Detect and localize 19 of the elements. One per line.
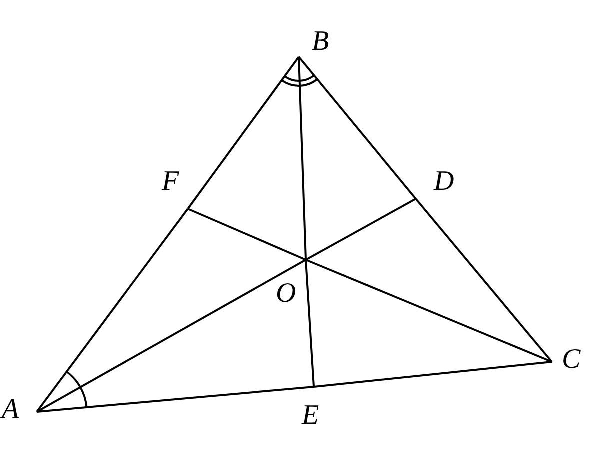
line-segment bbox=[306, 198, 416, 261]
line-segment bbox=[188, 208, 306, 261]
line-segment bbox=[36, 259, 306, 413]
point-label: D bbox=[434, 168, 454, 196]
line-segment bbox=[314, 361, 552, 388]
line-segment bbox=[187, 56, 300, 210]
point-label: A bbox=[2, 396, 20, 424]
point-label: F bbox=[162, 168, 180, 196]
line-segment bbox=[305, 260, 315, 388]
line-segment bbox=[415, 198, 553, 363]
point-label: E bbox=[302, 402, 320, 430]
line-segment bbox=[306, 259, 552, 363]
line-segment bbox=[36, 208, 189, 413]
line-segment bbox=[298, 56, 307, 260]
line-segment bbox=[298, 56, 417, 200]
point-label: B bbox=[312, 28, 330, 56]
line-segment bbox=[36, 386, 314, 413]
point-label: O bbox=[276, 280, 296, 308]
point-label: C bbox=[562, 346, 581, 374]
